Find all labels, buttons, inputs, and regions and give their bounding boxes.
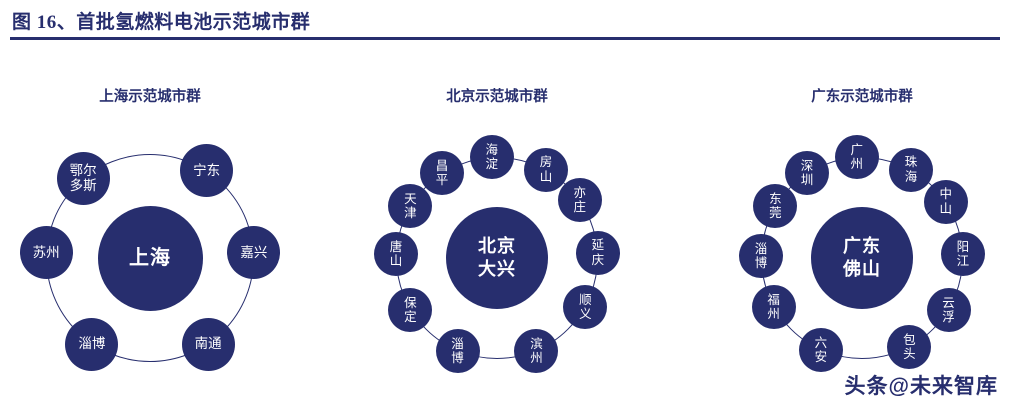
- city-label: 云浮: [942, 295, 955, 325]
- city-node: 中山: [923, 179, 968, 224]
- city-node: 阳江: [940, 232, 985, 277]
- city-label: 六安: [814, 335, 828, 365]
- city-label: 嘉兴: [240, 244, 268, 260]
- city-node: 鄂尔多斯: [56, 151, 110, 205]
- title-underline: [10, 37, 1000, 40]
- city-label: 淄博: [78, 336, 106, 352]
- city-label: 阳江: [956, 240, 970, 269]
- figure-title: 图 16、首批氢燃料电池示范城市群: [12, 12, 311, 33]
- center-node-beijing: 北京大兴: [446, 207, 548, 309]
- city-label: 唐山: [389, 240, 403, 269]
- city-node: 亦庄: [557, 178, 602, 223]
- city-label: 房山: [539, 155, 553, 184]
- cluster-shanghai: 上海示范城市群上海 鄂尔多斯 宁东嘉兴南通 淄博 苏州: [0, 88, 300, 405]
- city-label: 保定: [404, 295, 417, 325]
- city-label: 宁东: [193, 163, 221, 178]
- cluster-title-guangdong: 广东示范城市群: [811, 89, 913, 105]
- city-node: 云浮: [926, 288, 971, 333]
- cluster-guangdong: 广东示范城市群广东佛山 广州 珠海中山阳江云浮包头 六安 福州 淄博东莞深圳: [712, 88, 1010, 405]
- city-label: 昌平: [435, 158, 449, 188]
- center-label: 广东佛山: [843, 235, 881, 279]
- city-node: 淄博: [435, 328, 480, 373]
- city-label: 淄博: [451, 336, 464, 365]
- cluster-diagram-guangdong: 广东佛山 广州 珠海中山阳江云浮包头 六安 福州 淄博东莞深圳: [712, 120, 1010, 405]
- city-label: 延庆: [591, 238, 605, 267]
- city-label: 珠海: [904, 155, 918, 184]
- city-label: 淄博: [754, 241, 768, 271]
- city-node: 顺义: [563, 284, 608, 329]
- city-label: 海淀: [485, 142, 498, 172]
- city-label: 苏州: [32, 244, 60, 260]
- city-label: 东莞: [769, 191, 782, 220]
- city-node: 昌平: [419, 151, 464, 196]
- cluster-title-beijing: 北京示范城市群: [446, 89, 548, 105]
- city-node: 天津: [388, 183, 433, 228]
- cluster-beijing: 北京示范城市群北京大兴 海淀 房山亦庄延庆顺义滨州 淄博 保定唐山天津昌平: [347, 88, 647, 405]
- city-node: 保定: [388, 288, 433, 333]
- center-label: 北京大兴: [478, 235, 516, 279]
- city-node: 嘉兴: [227, 226, 281, 280]
- city-label: 福州: [767, 292, 780, 321]
- city-label: 亦庄: [573, 185, 586, 215]
- city-label: 深圳: [800, 158, 814, 188]
- city-node: 淄博: [65, 317, 119, 371]
- center-node-guangdong: 广东佛山: [811, 207, 913, 309]
- city-node: 延庆: [575, 230, 620, 275]
- cluster-title-shanghai: 上海示范城市群: [99, 89, 201, 105]
- city-node: 宁东: [180, 144, 234, 198]
- city-node: 深圳: [784, 151, 829, 196]
- clusters-row: 上海示范城市群上海 鄂尔多斯 宁东嘉兴南通 淄博 苏州 北京示范城市群北京大兴 海淀 房山亦庄…: [0, 88, 1010, 398]
- city-label: 广州: [850, 142, 863, 172]
- city-node: 海淀: [469, 135, 514, 180]
- center-node-shanghai: 上海: [97, 205, 203, 311]
- city-label: 鄂尔多斯: [69, 162, 97, 194]
- city-node: 福州: [751, 284, 796, 329]
- city-label: 中山: [939, 187, 952, 216]
- city-node: 六安: [798, 328, 843, 373]
- city-label: 滨州: [530, 336, 543, 365]
- city-node: 滨州: [514, 328, 559, 373]
- city-node: 淄博: [739, 234, 783, 279]
- city-node: 南通: [181, 317, 235, 371]
- cluster-diagram-beijing: 北京大兴 海淀 房山亦庄延庆顺义滨州 淄博 保定唐山天津昌平: [347, 120, 647, 405]
- watermark: 头条@未来智库: [844, 375, 998, 398]
- city-node: 唐山: [374, 232, 419, 277]
- city-label: 顺义: [579, 292, 592, 321]
- city-node: 苏州: [19, 226, 73, 280]
- city-node: 东莞: [753, 183, 798, 228]
- cluster-diagram-shanghai: 上海 鄂尔多斯 宁东嘉兴南通 淄博 苏州: [0, 120, 300, 405]
- city-node: 包头: [887, 325, 932, 370]
- city-label: 包头: [903, 332, 916, 362]
- city-node: 房山: [523, 147, 568, 192]
- city-label: 南通: [194, 336, 222, 352]
- city-label: 天津: [404, 191, 417, 220]
- city-node: 广州: [834, 135, 879, 180]
- city-node: 珠海: [888, 147, 933, 192]
- center-label: 上海: [129, 247, 171, 269]
